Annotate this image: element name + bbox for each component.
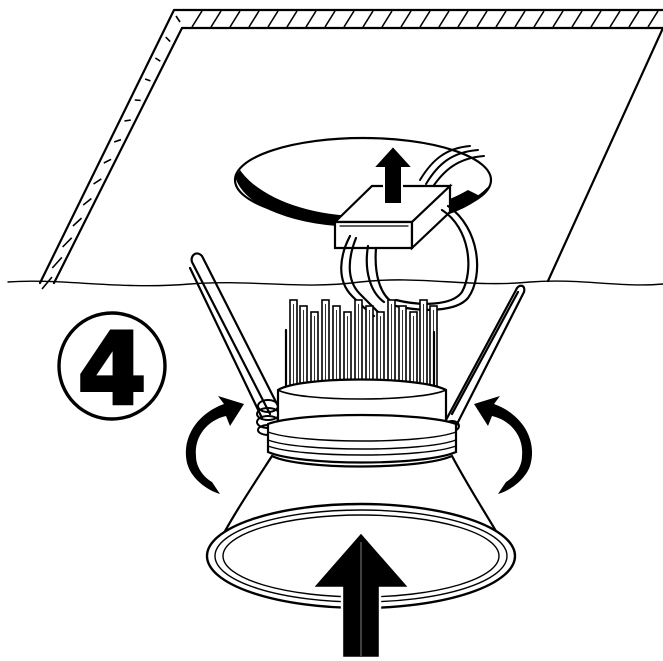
- supply-wires: [419, 145, 485, 189]
- hatch-line: [124, 119, 131, 122]
- ceiling-hatching-left: [41, 15, 181, 290]
- hatch-line: [191, 10, 203, 28]
- hatch-line: [514, 10, 526, 28]
- step-badge: 4: [57, 310, 167, 430]
- hatch-line: [381, 10, 393, 28]
- heat-sink: [289, 299, 438, 393]
- hatch-line: [305, 10, 317, 28]
- hatch-line: [82, 197, 92, 206]
- hatch-line: [438, 10, 450, 28]
- hatch-line: [267, 10, 279, 28]
- hatch-line: [362, 10, 374, 28]
- hatch-line: [533, 10, 545, 28]
- hatch-line: [419, 10, 431, 28]
- hatch-line: [229, 10, 241, 28]
- ceiling-hatching-top: [191, 10, 659, 28]
- install-push-arrow: [309, 530, 413, 660]
- hatch-line: [41, 276, 53, 290]
- hatch-line: [343, 10, 355, 28]
- hatch-line: [175, 15, 181, 23]
- hatch-line: [590, 10, 602, 28]
- hatch-line: [286, 10, 298, 28]
- downlight-fixture: [205, 299, 517, 610]
- step-number: 4: [77, 311, 147, 428]
- hatch-line: [165, 36, 171, 43]
- hatch-line: [248, 10, 260, 28]
- push-up-arrow: [370, 144, 416, 205]
- hatch-line: [154, 57, 161, 62]
- hatch-line: [400, 10, 412, 28]
- hatch-line: [210, 10, 222, 28]
- hatch-line: [324, 10, 336, 28]
- ceiling-panel: [7, 8, 663, 290]
- hatch-line: [571, 10, 583, 28]
- hatch-line: [476, 10, 488, 28]
- hatch-line: [93, 178, 102, 185]
- hatch-line: [113, 138, 122, 143]
- hatch-line: [103, 158, 112, 164]
- hatch-line: [72, 217, 83, 227]
- hatch-line: [609, 10, 621, 28]
- hatch-line: [628, 10, 640, 28]
- hatch-line: [457, 10, 469, 28]
- rotate-arrow-right: [474, 396, 533, 494]
- hatch-line: [62, 237, 73, 248]
- hatch-line: [647, 10, 659, 28]
- rotate-arrow-left: [185, 396, 244, 494]
- hatch-line: [144, 78, 151, 82]
- hatch-line: [495, 10, 507, 28]
- hatch-line: [51, 256, 63, 269]
- hatch-line: [552, 10, 564, 28]
